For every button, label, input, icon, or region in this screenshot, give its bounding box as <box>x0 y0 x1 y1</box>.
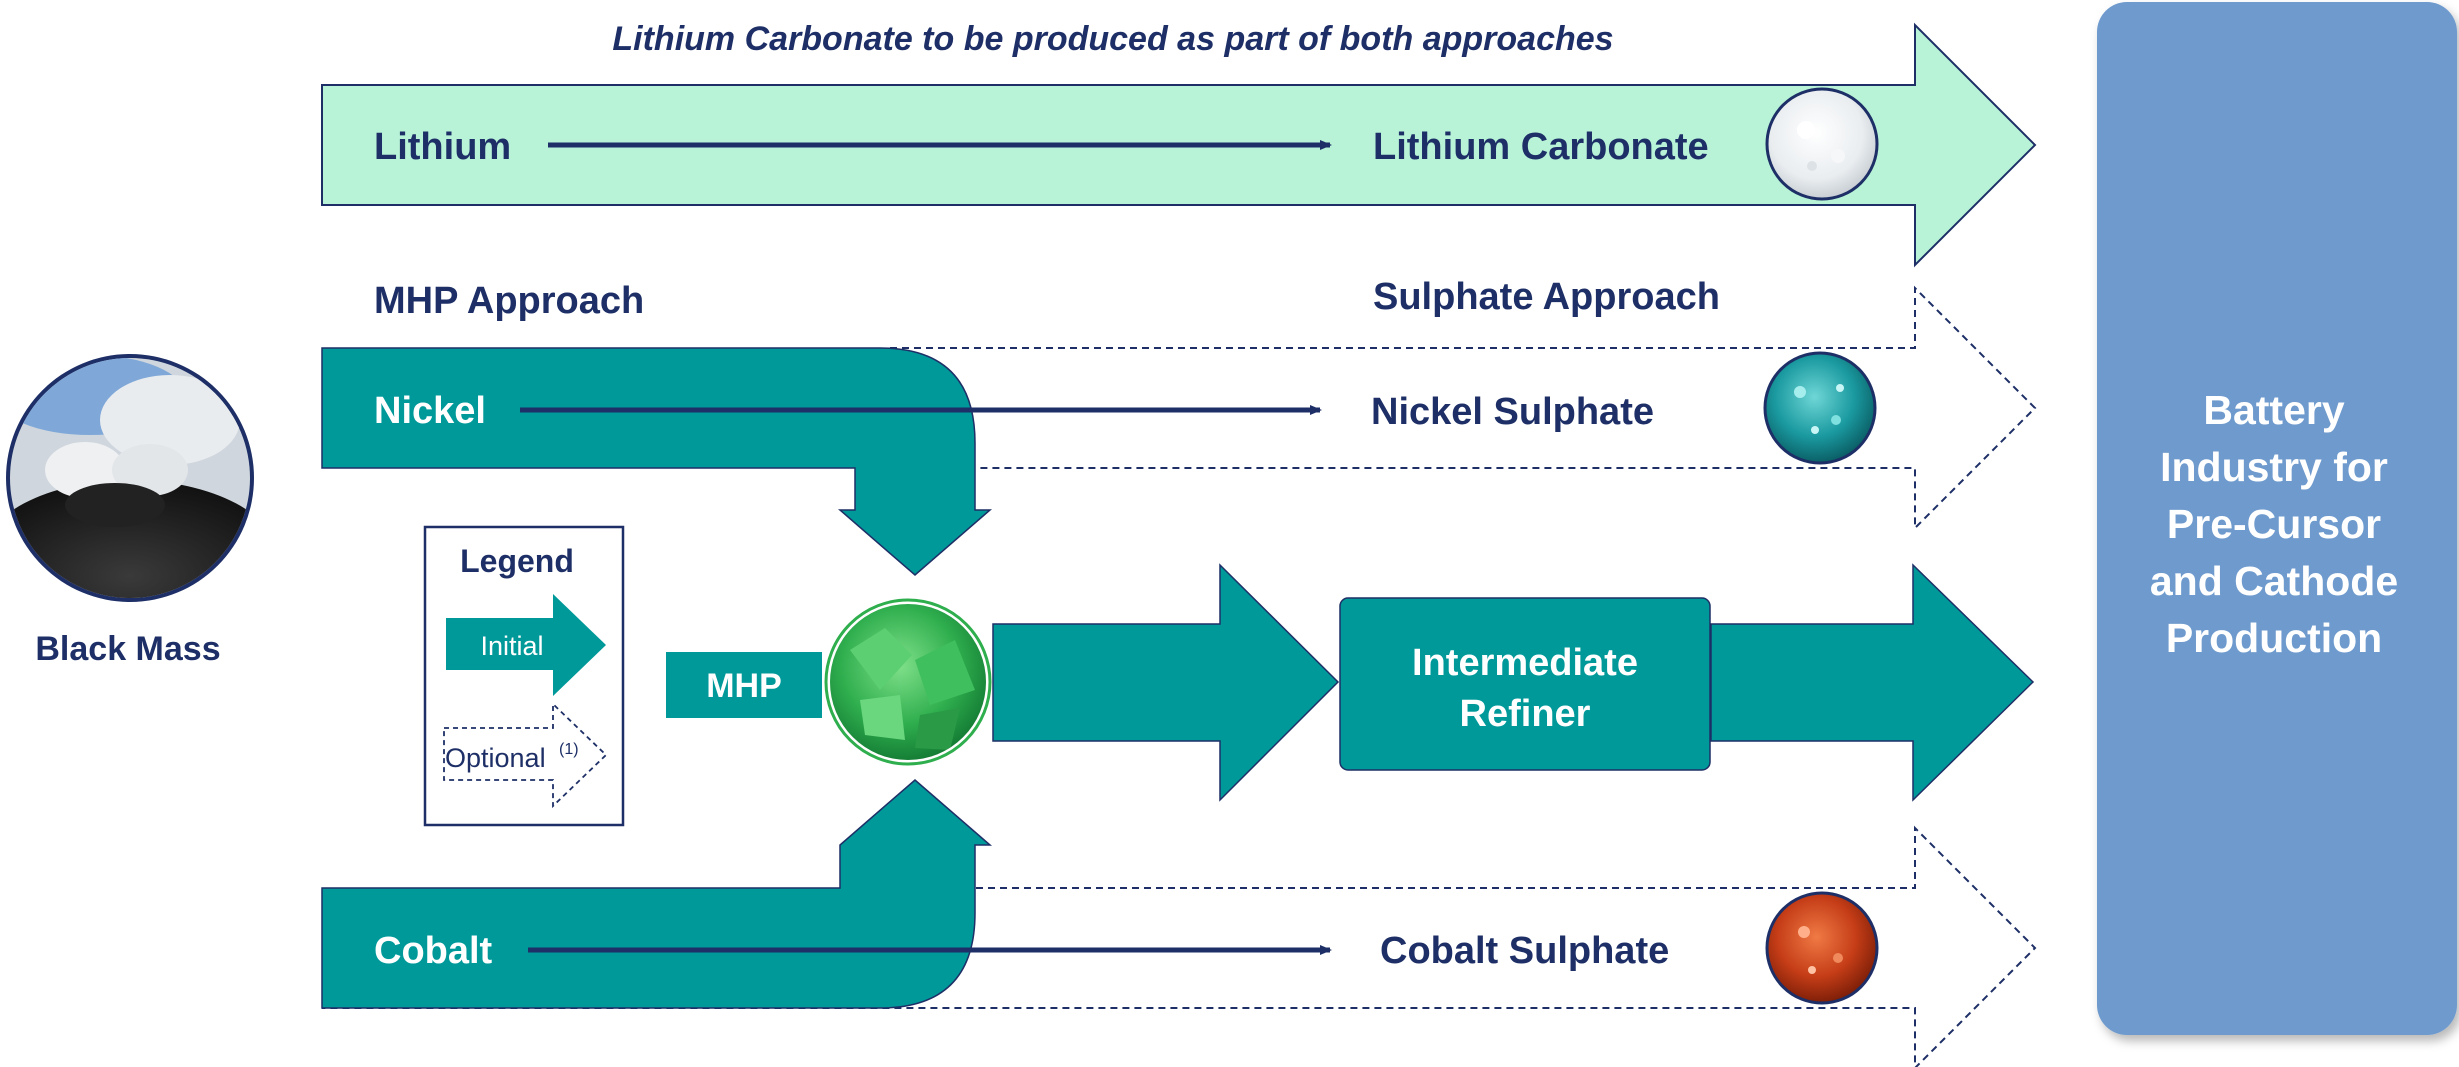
nickel-optional-arrow <box>880 285 2037 531</box>
refiner-to-battery-arrow <box>1710 563 2035 802</box>
lithium-output-label: Lithium Carbonate <box>1373 126 1709 168</box>
lithium-arrow: Lithium Lithium Carbonate <box>321 22 2037 268</box>
destination-panel: Battery Industry for Pre-Cursor and Cath… <box>2097 2 2457 1035</box>
refiner-label-line2: Refiner <box>1460 693 1591 735</box>
intermediate-refiner-box: Intermediate Refiner <box>1339 597 1711 771</box>
cobalt-bend-arrow <box>321 779 993 1009</box>
legend: Legend Initial Optional (1) <box>423 525 625 827</box>
mhp-approach-heading: MHP Approach <box>374 280 644 322</box>
destination-line-4: and Cathode <box>2150 558 2398 604</box>
refiner-label-line1: Intermediate <box>1412 642 1638 684</box>
black-mass-photo-icon <box>6 354 254 602</box>
legend-optional-label: Optional <box>445 743 546 773</box>
destination-line-5: Production <box>2166 615 2382 661</box>
legend-optional-note: (1) <box>559 741 579 758</box>
nickel-output-label: Nickel Sulphate <box>1371 391 1654 433</box>
header-note: Lithium Carbonate to be produced as part… <box>612 20 1613 58</box>
legend-initial-arrow <box>446 594 606 696</box>
green-mhp-icon <box>824 598 992 766</box>
destination-line-2: Industry for <box>2160 444 2388 490</box>
lithium-input-label: Lithium <box>374 126 511 168</box>
sulphate-approach-heading: Sulphate Approach <box>1373 276 1720 318</box>
mhp-to-refiner-arrow <box>992 563 1340 802</box>
legend-title: Legend <box>460 543 574 579</box>
white-powder-icon <box>1765 87 1879 201</box>
destination-line-1: Battery <box>2203 387 2344 433</box>
legend-optional-arrow <box>443 701 608 809</box>
destination-line-3: Pre-Cursor <box>2167 501 2381 547</box>
red-crystals-icon <box>1765 891 1879 1005</box>
mhp-label: MHP <box>706 667 782 705</box>
cobalt-optional-arrow <box>322 825 2037 1067</box>
cobalt-input-label: Cobalt <box>374 930 493 972</box>
black-mass-label: Black Mass <box>35 630 220 668</box>
legend-initial-label: Initial <box>480 631 543 661</box>
nickel-bend-arrow <box>321 347 993 576</box>
mhp-label-box: MHP <box>666 652 822 718</box>
teal-crystals-icon <box>1763 351 1877 465</box>
nickel-input-label: Nickel <box>374 390 486 432</box>
cobalt-output-label: Cobalt Sulphate <box>1380 930 1669 972</box>
